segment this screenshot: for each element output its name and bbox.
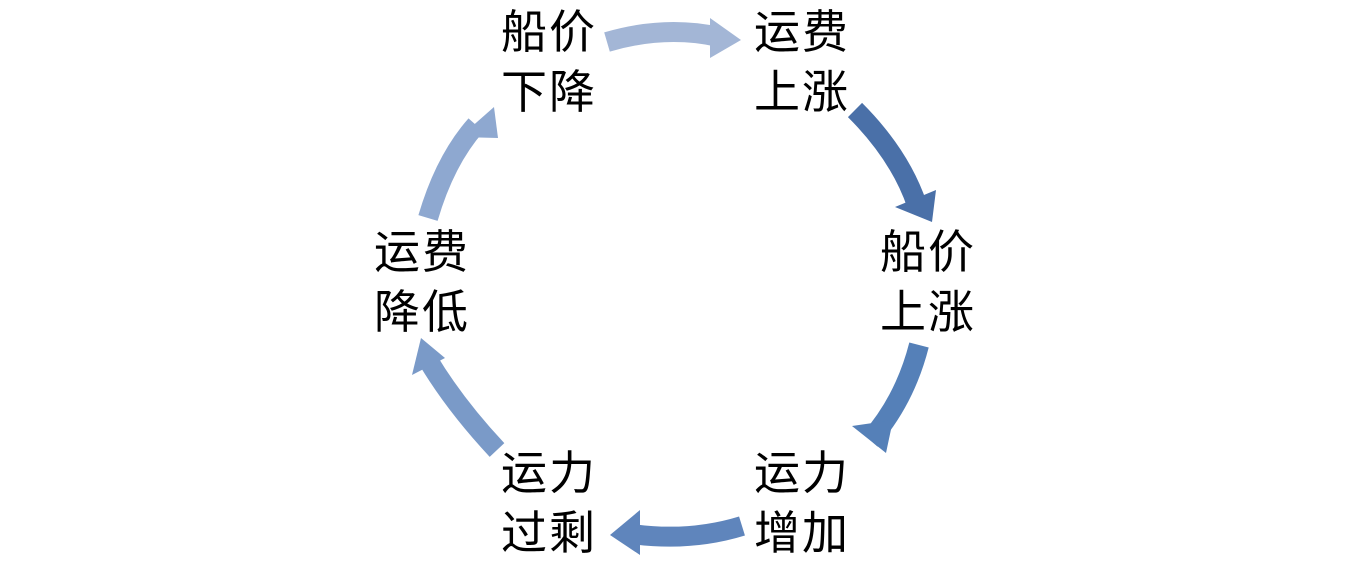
node-line: 上涨: [754, 65, 850, 119]
node-line: 增加: [754, 506, 850, 560]
arrowhead-4: [610, 510, 640, 555]
arrow-5: [419, 354, 505, 457]
node-capacity-surplus: 运力 过剩: [494, 443, 604, 563]
arrow-4: [630, 516, 745, 547]
node-line: 降低: [374, 285, 470, 339]
node-freight-rise: 运费 上涨: [747, 2, 857, 122]
arrowhead-6: [460, 107, 498, 138]
node-line: 船价: [880, 225, 976, 279]
node-ship-price-rise: 船价 上涨: [873, 222, 983, 342]
node-line: 船价: [501, 5, 597, 59]
node-line: 运费: [374, 225, 470, 279]
node-line: 上涨: [880, 285, 976, 339]
arrowhead-1: [710, 18, 741, 58]
node-line: 运力: [754, 446, 850, 500]
node-line: 运力: [501, 446, 597, 500]
arrowhead-3: [852, 420, 893, 453]
node-ship-price-fall: 船价 下降: [494, 2, 604, 122]
node-line: 运费: [754, 5, 850, 59]
arrow-2: [847, 102, 927, 209]
node-freight-fall: 运费 降低: [367, 222, 477, 342]
node-line: 过剩: [501, 506, 597, 560]
arrowhead-5: [412, 338, 445, 375]
arrowhead-2: [895, 190, 936, 222]
arrow-6: [418, 118, 484, 221]
node-line: 下降: [501, 65, 597, 119]
arrow-1: [604, 22, 722, 52]
node-capacity-increase: 运力 增加: [747, 443, 857, 563]
